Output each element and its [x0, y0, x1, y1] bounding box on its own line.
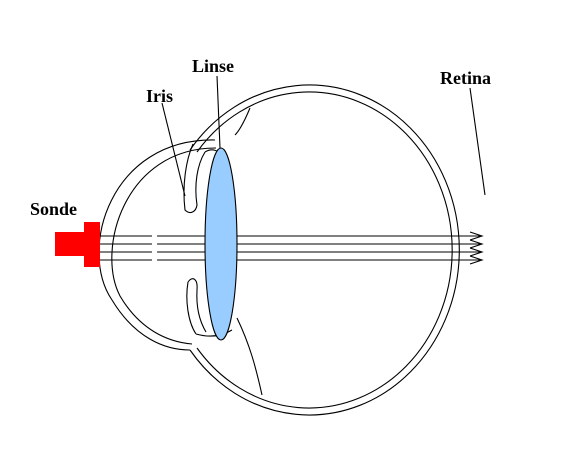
- arrowhead-3: [469, 247, 484, 257]
- probe-body: [55, 232, 88, 256]
- label-sonde: Sonde: [30, 199, 77, 219]
- probe: [55, 222, 100, 267]
- label-pointers: [161, 75, 486, 197]
- arrowhead-2: [469, 239, 484, 249]
- cornea-inner: [111, 147, 217, 345]
- iris-lower: [186, 281, 197, 335]
- beam-gap: [152, 230, 157, 265]
- cornea-outer: [98, 139, 216, 351]
- posterior-chamber-upper: [234, 107, 251, 136]
- arrowhead-4: [469, 255, 484, 265]
- iris: [183, 107, 263, 396]
- iris-pointer: [161, 102, 186, 197]
- retina-pointer: [469, 87, 486, 196]
- linse-pointer: [216, 75, 221, 149]
- ciliary-lower: [195, 329, 233, 337]
- label-retina: Retina: [440, 68, 491, 88]
- lens: [204, 147, 238, 341]
- cornea: [98, 139, 217, 351]
- posterior-chamber-lower: [236, 317, 263, 396]
- sclera-inner: [196, 91, 453, 409]
- iris-upper: [183, 143, 206, 214]
- probe-head: [84, 222, 100, 267]
- iris-lower-tip: [187, 278, 207, 333]
- sclera-outer: [189, 84, 460, 416]
- label-linse: Linse: [192, 56, 234, 76]
- eyeball: [189, 84, 460, 416]
- beams: [100, 230, 484, 265]
- arrowhead-1: [469, 231, 484, 241]
- label-iris: Iris: [146, 86, 173, 106]
